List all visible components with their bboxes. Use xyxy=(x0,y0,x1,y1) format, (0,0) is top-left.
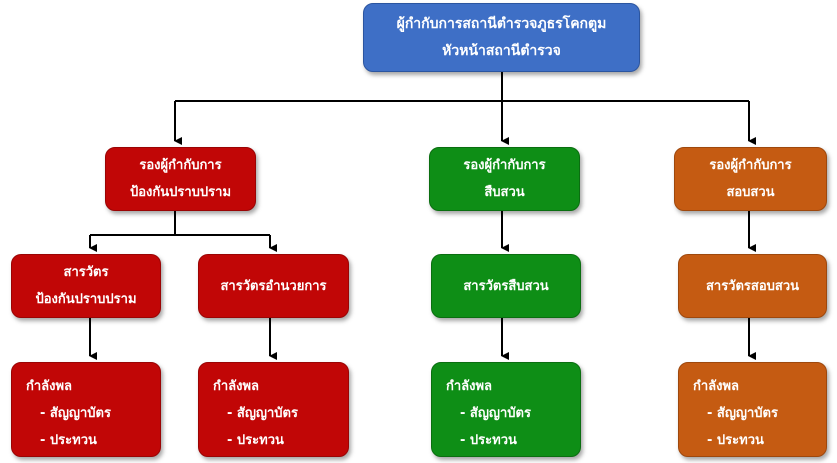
personnel-box-traffic: กำลังพล - สัญญาบัตร - ประทวน xyxy=(198,362,349,457)
personnel-item-noncommissioned: - ประทวน xyxy=(40,433,97,448)
deputy-inquiry-line1: รองผู้กำกับการ xyxy=(709,158,792,173)
personnel-title: กำลังพล xyxy=(446,379,493,394)
chief-title: ผู้กำกับการสถานีตำรวจภูธรโคกตูม xyxy=(396,15,607,32)
inspector-investigation-box: สารวัตรสืบสวน xyxy=(431,254,581,318)
personnel-box-inquiry: กำลังพล - สัญญาบัตร - ประทวน xyxy=(678,362,827,457)
deputy-investigation-line2: สืบสวน xyxy=(484,185,525,200)
inspector-inquiry-box: สารวัตรสอบสวน xyxy=(678,254,827,318)
personnel-item-commissioned: - สัญญาบัตร xyxy=(227,406,298,421)
deputy-investigation-line1: รองผู้กำกับการ xyxy=(463,158,546,173)
inspector-investigation-label: สารวัตรสืบสวน xyxy=(463,278,549,294)
personnel-item-noncommissioned: - ประทวน xyxy=(227,433,284,448)
deputy-prevention-box: รองผู้กำกับการ ป้องกันปราบปราม xyxy=(105,147,256,211)
deputy-prevention-line1: รองผู้กำกับการ xyxy=(139,158,222,173)
deputy-inquiry-box: รองผู้กำกับการ สอบสวน xyxy=(674,147,827,211)
inspector-prevention-box: สารวัตร ป้องกันปราบปราม xyxy=(11,254,161,318)
chief-box: ผู้กำกับการสถานีตำรวจภูธรโคกตูม หัวหน้าส… xyxy=(363,3,640,72)
deputy-prevention-line2: ป้องกันปราบปราม xyxy=(129,185,232,200)
personnel-title: กำลังพล xyxy=(693,379,740,394)
inspector-traffic-label: สารวัตรอำนวยการ xyxy=(220,278,327,294)
deputy-inquiry-line2: สอบสวน xyxy=(726,185,775,200)
deputy-investigation-box: รองผู้กำกับการ สืบสวน xyxy=(429,147,580,211)
personnel-title: กำลังพล xyxy=(26,379,73,394)
personnel-title: กำลังพล xyxy=(213,379,260,394)
personnel-box-investigation: กำลังพล - สัญญาบัตร - ประทวน xyxy=(431,362,581,457)
inspector-traffic-box: สารวัตรอำนวยการ xyxy=(198,254,349,318)
inspector-inquiry-label: สารวัตรสอบสวน xyxy=(705,278,800,294)
personnel-item-commissioned: - สัญญาบัตร xyxy=(707,406,778,421)
inspector-prevention-line2: ป้องกันปราบปราม xyxy=(35,292,137,307)
personnel-item-commissioned: - สัญญาบัตร xyxy=(460,406,531,421)
personnel-item-noncommissioned: - ประทวน xyxy=(707,433,764,448)
chief-subtitle: หัวหน้าสถานีตำรวจ xyxy=(442,42,561,59)
inspector-prevention-line1: สารวัตร xyxy=(63,265,109,280)
personnel-item-noncommissioned: - ประทวน xyxy=(460,433,517,448)
personnel-item-commissioned: - สัญญาบัตร xyxy=(40,406,111,421)
personnel-box-prevention: กำลังพล - สัญญาบัตร - ประทวน xyxy=(11,362,161,457)
